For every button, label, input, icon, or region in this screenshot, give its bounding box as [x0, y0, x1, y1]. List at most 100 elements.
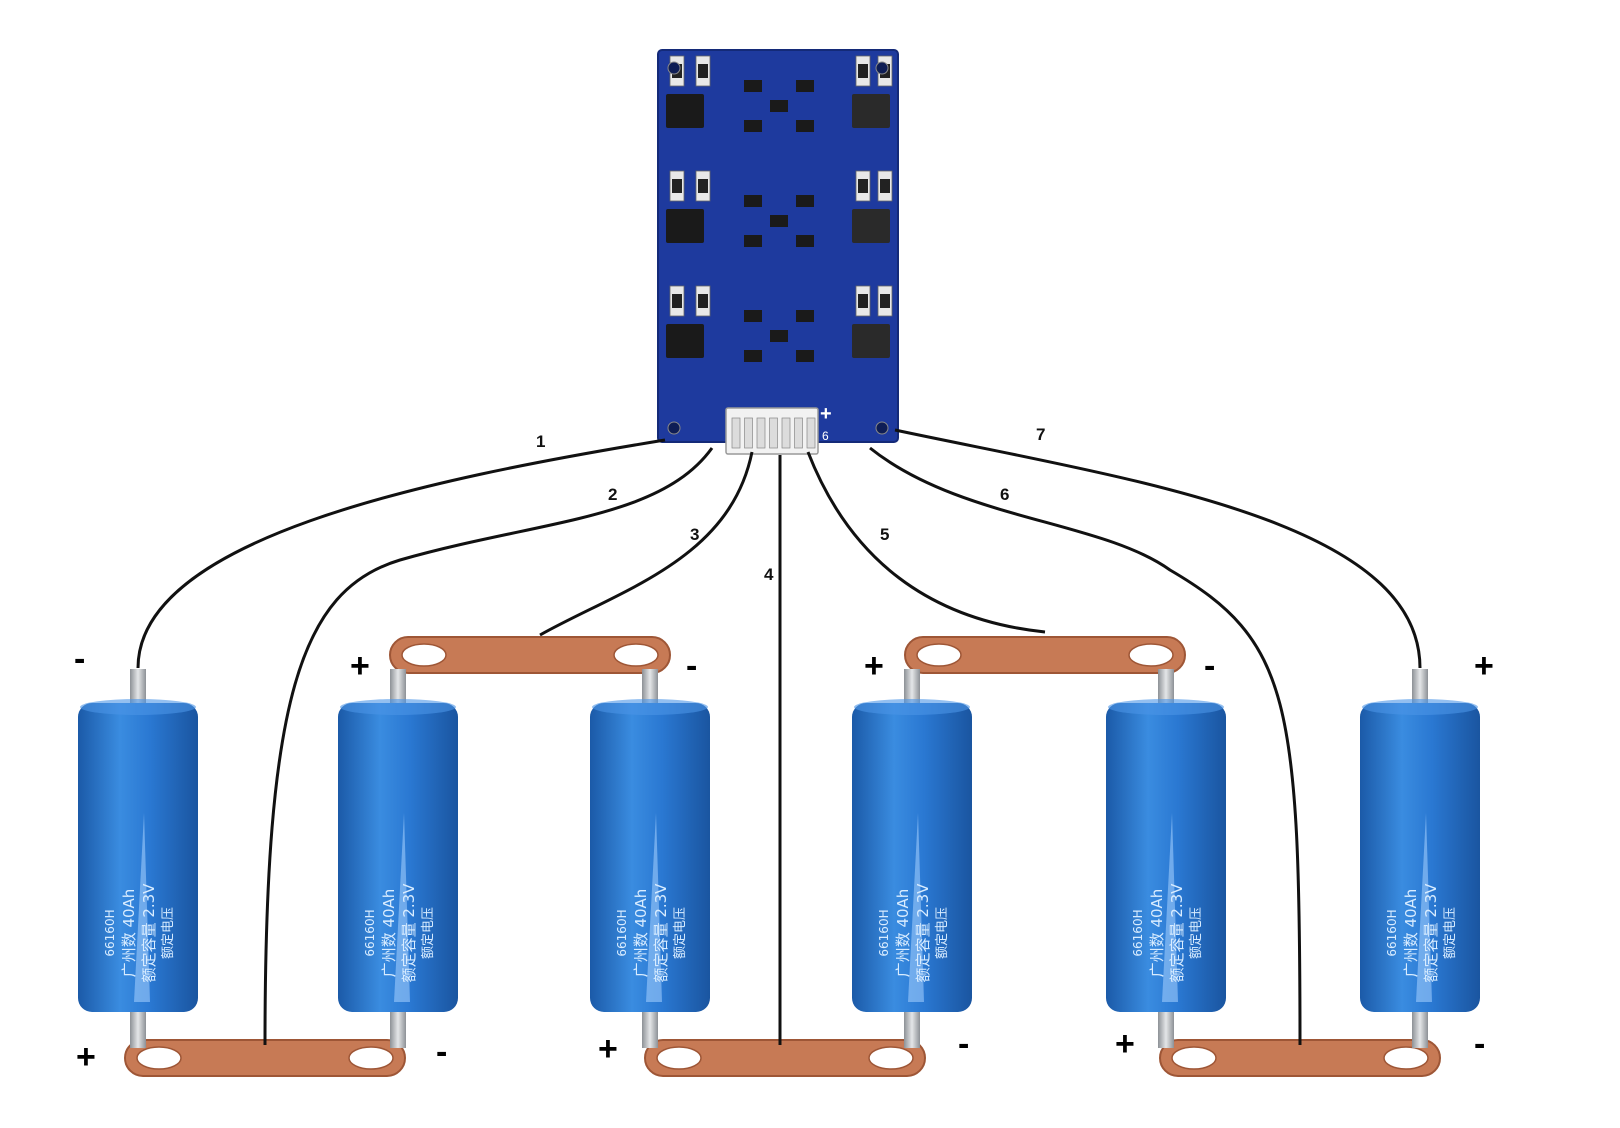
ic-chip: [744, 350, 762, 362]
bus-bar-hole: [916, 643, 962, 667]
cell-bottom-terminal: [904, 1010, 920, 1048]
bus-bar-body: [644, 1039, 926, 1077]
mosfet-left: [666, 209, 704, 243]
resistor-body: [880, 294, 890, 308]
cell-top-terminal: [390, 669, 406, 705]
bus-bar-hole: [1128, 643, 1174, 667]
cell-model: 66160H: [877, 909, 891, 956]
mount-hole: [667, 421, 681, 435]
cell-model: 66160H: [363, 909, 377, 956]
wire-5: [806, 451, 1046, 634]
cell-voltage-label: 额定电压: [161, 907, 176, 959]
cell-capacity: 广州数 40Ah: [1402, 889, 1420, 978]
wire-label-1: 1: [536, 432, 545, 451]
mount-hole: [667, 61, 681, 75]
mount-hole: [875, 61, 889, 75]
bus-bar-hole: [1383, 1046, 1429, 1070]
resistor-body: [698, 294, 708, 308]
cell-4-top-polarity: +: [864, 647, 884, 685]
resistor-body: [858, 179, 868, 193]
wire-3: [539, 451, 754, 637]
ic-chip: [796, 310, 814, 322]
bus-bar-hole: [656, 1046, 702, 1070]
ic-chip: [744, 80, 762, 92]
bottom-bus-bar-2: [644, 1039, 926, 1077]
ic-chip: [744, 235, 762, 247]
cell-1-bottom-polarity: +: [76, 1038, 96, 1076]
cell-bottom-terminal: [642, 1010, 658, 1048]
resistor-body: [698, 64, 708, 78]
cell-top-terminal: [1158, 669, 1174, 705]
cell-capacity: 广州数 40Ah: [894, 889, 912, 978]
cell-voltage-label: 额定电压: [421, 907, 436, 959]
cell-model: 66160H: [103, 909, 117, 956]
cell-highlight: [1416, 813, 1432, 1002]
ic-chip: [744, 195, 762, 207]
cell-1-top-polarity: -: [74, 640, 85, 678]
connector-pin: [806, 417, 816, 449]
connector-pin: [731, 417, 741, 449]
cell-top-rim: [854, 699, 970, 715]
ic-chip: [744, 120, 762, 132]
ic-chip: [796, 195, 814, 207]
cell-bottom-terminal: [390, 1010, 406, 1048]
cell-bottom-terminal: [130, 1010, 146, 1048]
cell-voltage: 额定容量 2.3V: [140, 883, 158, 983]
cell-bottom-terminal: [1158, 1010, 1174, 1048]
connector-pin: [794, 417, 803, 449]
cell-top-terminal: [130, 669, 146, 705]
polarity-labels: -++--++--++-: [74, 640, 1494, 1076]
ic-chip: [770, 330, 788, 342]
wire-label-4: 4: [764, 565, 774, 584]
cell-voltage-label: 额定电压: [935, 907, 950, 959]
cell-voltage: 额定容量 2.3V: [400, 883, 418, 983]
cell-6-bottom-polarity: -: [1474, 1025, 1485, 1063]
ic-chip: [770, 215, 788, 227]
mosfet-left: [666, 324, 704, 358]
connector-pins: [731, 417, 816, 449]
cell-model: 66160H: [615, 909, 629, 956]
bottom-bus-bar-1: [124, 1039, 406, 1077]
top-bus-bar-1: [389, 636, 671, 674]
bus-bar-hole: [613, 643, 659, 667]
bus-bars: [124, 636, 1441, 1077]
cell-voltage: 额定容量 2.3V: [914, 883, 932, 983]
resistor-body: [858, 294, 868, 308]
bus-bar-hole: [348, 1046, 394, 1070]
cell-top-rim: [1108, 699, 1224, 715]
connector-pin: [769, 417, 778, 449]
connector-pin: [744, 417, 753, 449]
cell-capacity: 广州数 40Ah: [1148, 889, 1166, 978]
cell-3-top-polarity: -: [686, 647, 697, 685]
cell-voltage-label: 额定电压: [1443, 907, 1458, 959]
cell-highlight: [908, 813, 924, 1002]
wire-label-5: 5: [880, 525, 889, 544]
cell-capacity: 广州数 40Ah: [380, 889, 398, 978]
wire-label-2: 2: [608, 485, 617, 504]
cell-body: [852, 703, 972, 1012]
cell-highlight: [134, 813, 150, 1002]
mount-hole: [875, 421, 889, 435]
wire-label-7: 7: [1036, 425, 1045, 444]
connector-pin-label: 6: [822, 429, 829, 443]
mosfet-right: [852, 324, 890, 358]
cell-top-terminal: [642, 669, 658, 705]
resistor-body: [858, 64, 868, 78]
cell-bottom-terminal: [1412, 1010, 1428, 1048]
pcb-components: [666, 55, 893, 435]
mosfet-left: [666, 94, 704, 128]
balance-wires: [136, 428, 1422, 1046]
ic-chip: [796, 350, 814, 362]
cell-6-top-polarity: +: [1474, 647, 1494, 685]
ic-chip: [770, 100, 788, 112]
